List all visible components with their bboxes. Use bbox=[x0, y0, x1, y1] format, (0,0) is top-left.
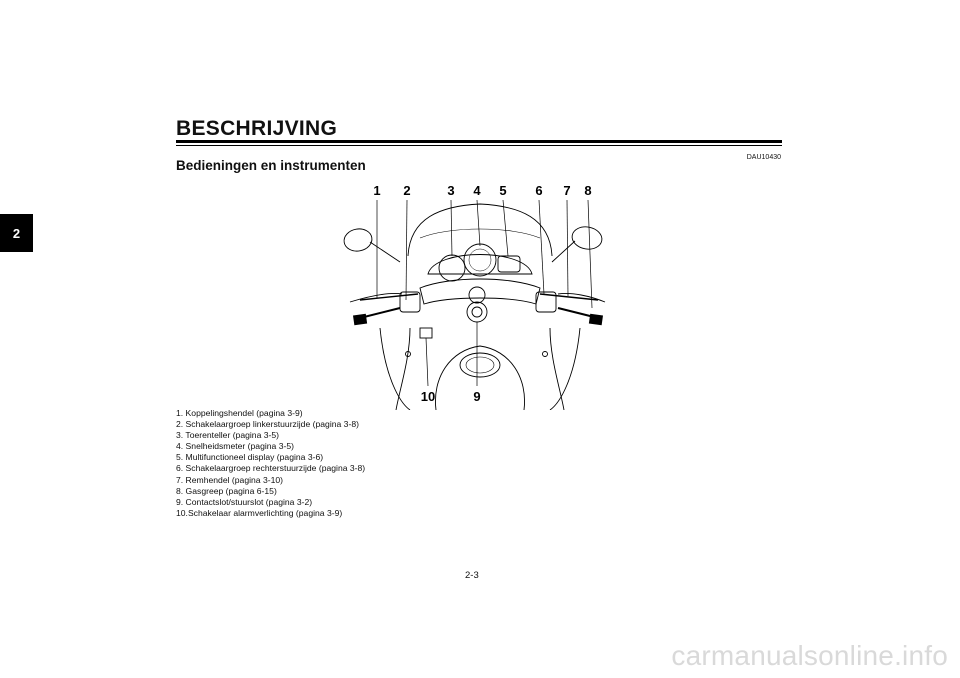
motorcycle-cockpit-illustration: 1 2 3 4 5 6 7 8 10 9 bbox=[343, 183, 606, 410]
legend-item: 3. Toerenteller (pagina 3-5) bbox=[176, 430, 280, 441]
callout-8: 8 bbox=[584, 183, 591, 198]
callout-3: 3 bbox=[447, 183, 454, 198]
legend-item: 4. Snelheidsmeter (pagina 3-5) bbox=[176, 441, 294, 452]
legend-item: 1. Koppelingshendel (pagina 3-9) bbox=[176, 408, 303, 418]
legend-item: 6. Schakelaargroep rechterstuurzijde (pa… bbox=[176, 463, 366, 474]
callout-1: 1 bbox=[373, 183, 380, 198]
callout-2: 2 bbox=[403, 183, 410, 198]
legend-item: 5. Multifunctioneel display (pagina 3-6) bbox=[176, 452, 324, 463]
callout-6: 6 bbox=[535, 183, 542, 198]
callout-7: 7 bbox=[563, 183, 570, 198]
title-rule-thick bbox=[176, 140, 782, 143]
legend-item: 7. Remhendel (pagina 3-10) bbox=[176, 474, 284, 485]
doc-code: DAU10430 bbox=[746, 154, 781, 161]
callout-10: 10 bbox=[421, 389, 435, 404]
chapter-tab: 2 bbox=[0, 214, 33, 252]
page-title: BESCHRIJVING bbox=[176, 117, 338, 140]
legend-item: 9. Contactslot/stuurslot (pagina 3-2) bbox=[176, 496, 313, 507]
legend-item: 2. Schakelaargroep linkerstuurzijde (pag… bbox=[176, 419, 359, 430]
legend-list: 1. Koppelingshendel (pagina 3-9) 2. Scha… bbox=[176, 408, 365, 519]
callout-5: 5 bbox=[499, 183, 506, 198]
legend-item: 10.Schakelaar alarmverlichting (pagina 3… bbox=[176, 507, 343, 518]
section-subtitle: Bedieningen en instrumenten bbox=[176, 158, 366, 173]
callout-9: 9 bbox=[473, 389, 480, 404]
title-rule-thin bbox=[176, 145, 782, 146]
watermark: carmanualsonline.info bbox=[671, 640, 948, 671]
page-number: 2-3 bbox=[465, 570, 479, 581]
cockpit-line-art bbox=[343, 199, 606, 410]
legend-item: 8. Gasgreep (pagina 6-15) bbox=[176, 485, 277, 496]
callout-4: 4 bbox=[473, 183, 481, 198]
